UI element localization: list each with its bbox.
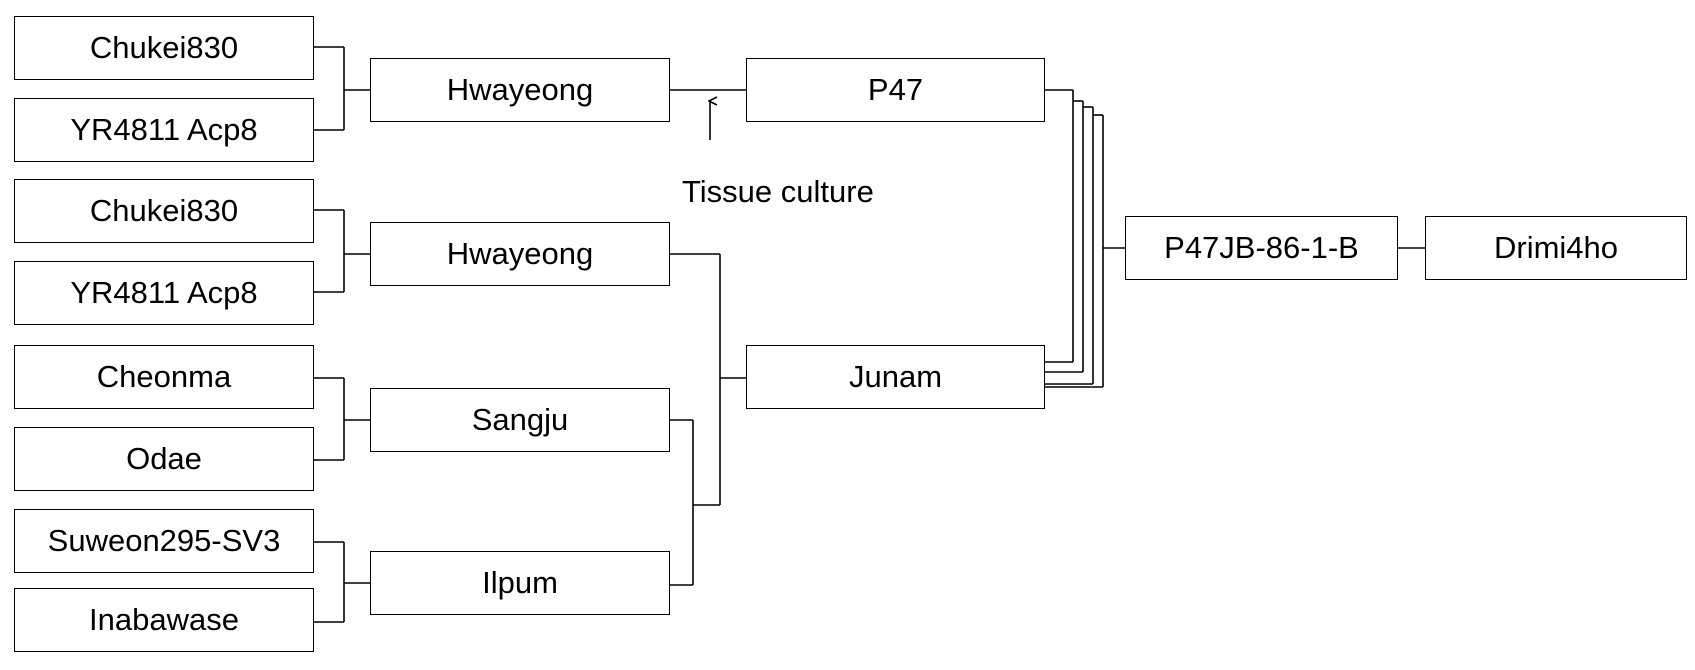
- node-label: Sangju: [471, 402, 569, 437]
- node-label: Chukei830: [89, 193, 239, 228]
- node-chukei830-b: Chukei830: [14, 179, 314, 243]
- node-label: Odae: [126, 441, 202, 476]
- node-odae: Odae: [14, 427, 314, 491]
- node-label: P47: [867, 72, 924, 107]
- node-label: Cheonma: [96, 359, 232, 394]
- node-drimi4ho: Drimi4ho: [1425, 216, 1687, 280]
- node-label: Drimi4ho: [1493, 230, 1619, 265]
- node-suweon295-sv3: Suweon295-SV3: [14, 509, 314, 573]
- node-label: Hwayeong: [446, 72, 594, 107]
- node-label: Junam: [848, 359, 943, 394]
- node-inabawase: Inabawase: [14, 588, 314, 652]
- node-sangju: Sangju: [370, 388, 670, 452]
- node-label: P47JB-86-1-B: [1164, 230, 1359, 265]
- node-label: Chukei830: [89, 30, 239, 65]
- node-label: YR4811 Acp8: [70, 112, 258, 147]
- node-label: Hwayeong: [446, 236, 594, 271]
- node-chukei830-a: Chukei830: [14, 16, 314, 80]
- tissue-culture-label: Tissue culture: [682, 174, 874, 209]
- node-p47jb-86-1-b: P47JB-86-1-B: [1125, 216, 1398, 280]
- node-label: YR4811 Acp8: [70, 275, 258, 310]
- node-label: Suweon295-SV3: [47, 523, 281, 558]
- node-p47: P47: [746, 58, 1045, 122]
- node-label: Ilpum: [482, 565, 558, 600]
- node-yr4811-a: YR4811 Acp8: [14, 98, 314, 162]
- node-cheonma: Cheonma: [14, 345, 314, 409]
- node-junam: Junam: [746, 345, 1045, 409]
- node-yr4811-b: YR4811 Acp8: [14, 261, 314, 325]
- node-hwayeong-a: Hwayeong: [370, 58, 670, 122]
- node-ilpum: Ilpum: [370, 551, 670, 615]
- node-hwayeong-b: Hwayeong: [370, 222, 670, 286]
- node-label: Inabawase: [89, 602, 239, 637]
